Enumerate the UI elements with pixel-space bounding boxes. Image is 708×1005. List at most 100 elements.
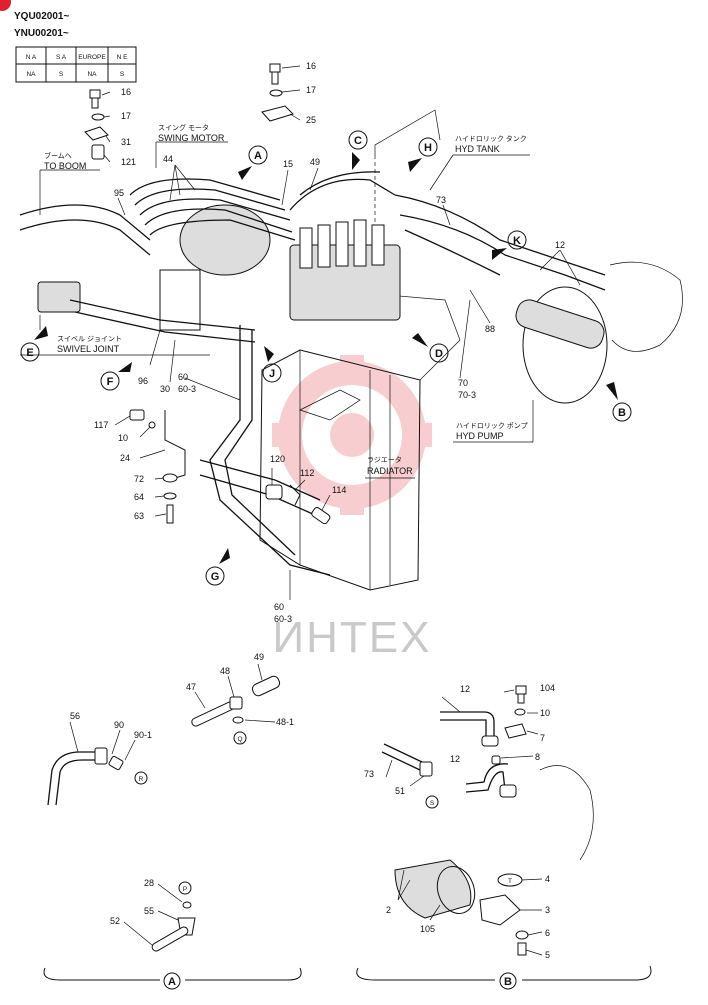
part-number: 16 — [121, 87, 131, 97]
part-number: 48-1 — [276, 717, 294, 727]
part-number: 60-3 — [274, 614, 292, 624]
svg-text:B: B — [504, 976, 512, 988]
svg-text:B: B — [618, 407, 626, 419]
callout-g[interactable]: G — [205, 548, 230, 586]
label-hyd-tank-en: HYD TANK — [455, 144, 500, 154]
callout-d[interactable]: D — [412, 333, 449, 363]
part-number: 112 — [300, 468, 314, 478]
part-number: 15 — [283, 159, 293, 169]
callout-e[interactable]: E — [20, 326, 48, 362]
callout-b[interactable]: B — [606, 382, 632, 422]
detail-b-drawing — [356, 685, 652, 981]
label-swing-motor-en: SWING MOTOR — [158, 133, 225, 143]
part-number: 60 — [178, 372, 188, 382]
detail-a-labels: 56 90 90-1 47 48 49 48-1 28 55 52 P Q R — [70, 652, 294, 926]
part-number: 70-3 — [458, 390, 476, 400]
label-to-boom-en: TO BOOM — [44, 161, 86, 171]
callout-f[interactable]: F — [100, 362, 132, 391]
part-number: 47 — [186, 682, 196, 692]
label-swing-motor-jp: スイング モータ — [158, 123, 209, 132]
region-value-europe: NA — [87, 71, 97, 78]
svg-text:A: A — [168, 976, 176, 988]
part-number: 8 — [535, 752, 540, 762]
callout-c[interactable]: C — [348, 130, 368, 170]
main-assembly — [19, 63, 683, 600]
part-number: 28 — [144, 878, 154, 888]
part-number: 4 — [545, 874, 550, 884]
part-number: 3 — [545, 905, 550, 915]
part-number: 90-1 — [134, 730, 152, 740]
region-value-sa: S — [59, 71, 64, 78]
swivel-joint — [37, 281, 81, 313]
part-number: 10 — [540, 708, 550, 718]
part-number: 10 — [118, 433, 128, 443]
part-number: 64 — [134, 492, 144, 502]
callout-a[interactable]: A — [238, 145, 268, 180]
detail-a-title: A — [163, 972, 181, 990]
corner-marker — [0, 0, 11, 11]
part-number: 121 — [121, 157, 136, 167]
cylinder-105 — [394, 859, 472, 919]
part-number: 73 — [364, 769, 374, 779]
part-number: 17 — [306, 85, 316, 95]
part-number: 52 — [110, 916, 120, 926]
part-number: 12 — [555, 240, 565, 250]
part-number: 12 — [450, 754, 460, 764]
part-number: 56 — [70, 711, 80, 721]
part-number: 96 — [138, 376, 148, 386]
serial-number-2: YNU00201~ — [14, 28, 69, 39]
part-number: 117 — [94, 420, 108, 430]
hyd-pump — [522, 286, 608, 404]
detail-b-labels: 12 104 10 7 12 8 73 51 4 2 105 3 6 5 S T — [364, 683, 555, 960]
svg-text:F: F — [107, 376, 114, 388]
part-number: 55 — [144, 906, 154, 916]
part-number: 73 — [436, 195, 446, 205]
region-header-europe: EUROPE — [78, 54, 106, 61]
part-number: 70 — [458, 378, 468, 388]
part-number: 104 — [540, 683, 555, 693]
region-header-na: N A — [26, 54, 37, 61]
label-swivel-joint-jp: スイベル ジョイント — [57, 335, 122, 343]
label-hyd-pump-en: HYD PUMP — [456, 431, 504, 441]
part-number: 25 — [306, 115, 316, 125]
part-number: 6 — [545, 928, 550, 938]
part-number: 17 — [121, 111, 131, 121]
part-number: 63 — [134, 511, 144, 521]
region-value-ne: S — [120, 71, 125, 78]
detail-callout-p: P — [183, 886, 187, 893]
part-number: 49 — [310, 157, 320, 167]
callout-h[interactable]: H — [408, 137, 438, 172]
part-number: 30 — [160, 384, 170, 394]
callout-j[interactable]: J — [262, 346, 282, 383]
bracket-24 — [164, 410, 186, 479]
svg-text:K: K — [513, 235, 521, 247]
region-header-ne: N E — [117, 54, 129, 61]
part-number: 60-3 — [178, 384, 196, 394]
region-value-na: NA — [26, 71, 36, 78]
part-number: 31 — [121, 137, 131, 147]
svg-text:G: G — [211, 571, 220, 583]
region-table: N A S A EUROPE N E NA S NA S — [15, 46, 137, 83]
part-numbers-main: 16 17 25 16 17 31 121 44 15 49 95 73 12 … — [94, 61, 565, 624]
part-number: 105 — [420, 924, 435, 934]
part-number: 51 — [395, 786, 405, 796]
part-number: 24 — [120, 453, 130, 463]
part-number: 44 — [163, 154, 173, 164]
part-number: 90 — [114, 720, 124, 730]
part-number: 49 — [254, 652, 264, 662]
part-number: 114 — [332, 485, 346, 495]
part-number: 60 — [274, 602, 284, 612]
part-number: 72 — [134, 474, 144, 484]
svg-text:A: A — [254, 150, 262, 162]
callout-k[interactable]: K — [492, 230, 527, 260]
label-to-boom-jp: ブームへ — [44, 151, 72, 160]
svg-text:C: C — [354, 135, 362, 147]
label-hyd-pump-jp: ハイドロリック ポンプ — [456, 422, 528, 430]
part-number: 16 — [306, 61, 316, 71]
svg-text:J: J — [269, 368, 275, 380]
part-number: 12 — [460, 684, 470, 694]
svg-text:E: E — [26, 347, 33, 359]
part-number: 48 — [220, 666, 230, 676]
detail-a-drawing — [43, 663, 302, 981]
